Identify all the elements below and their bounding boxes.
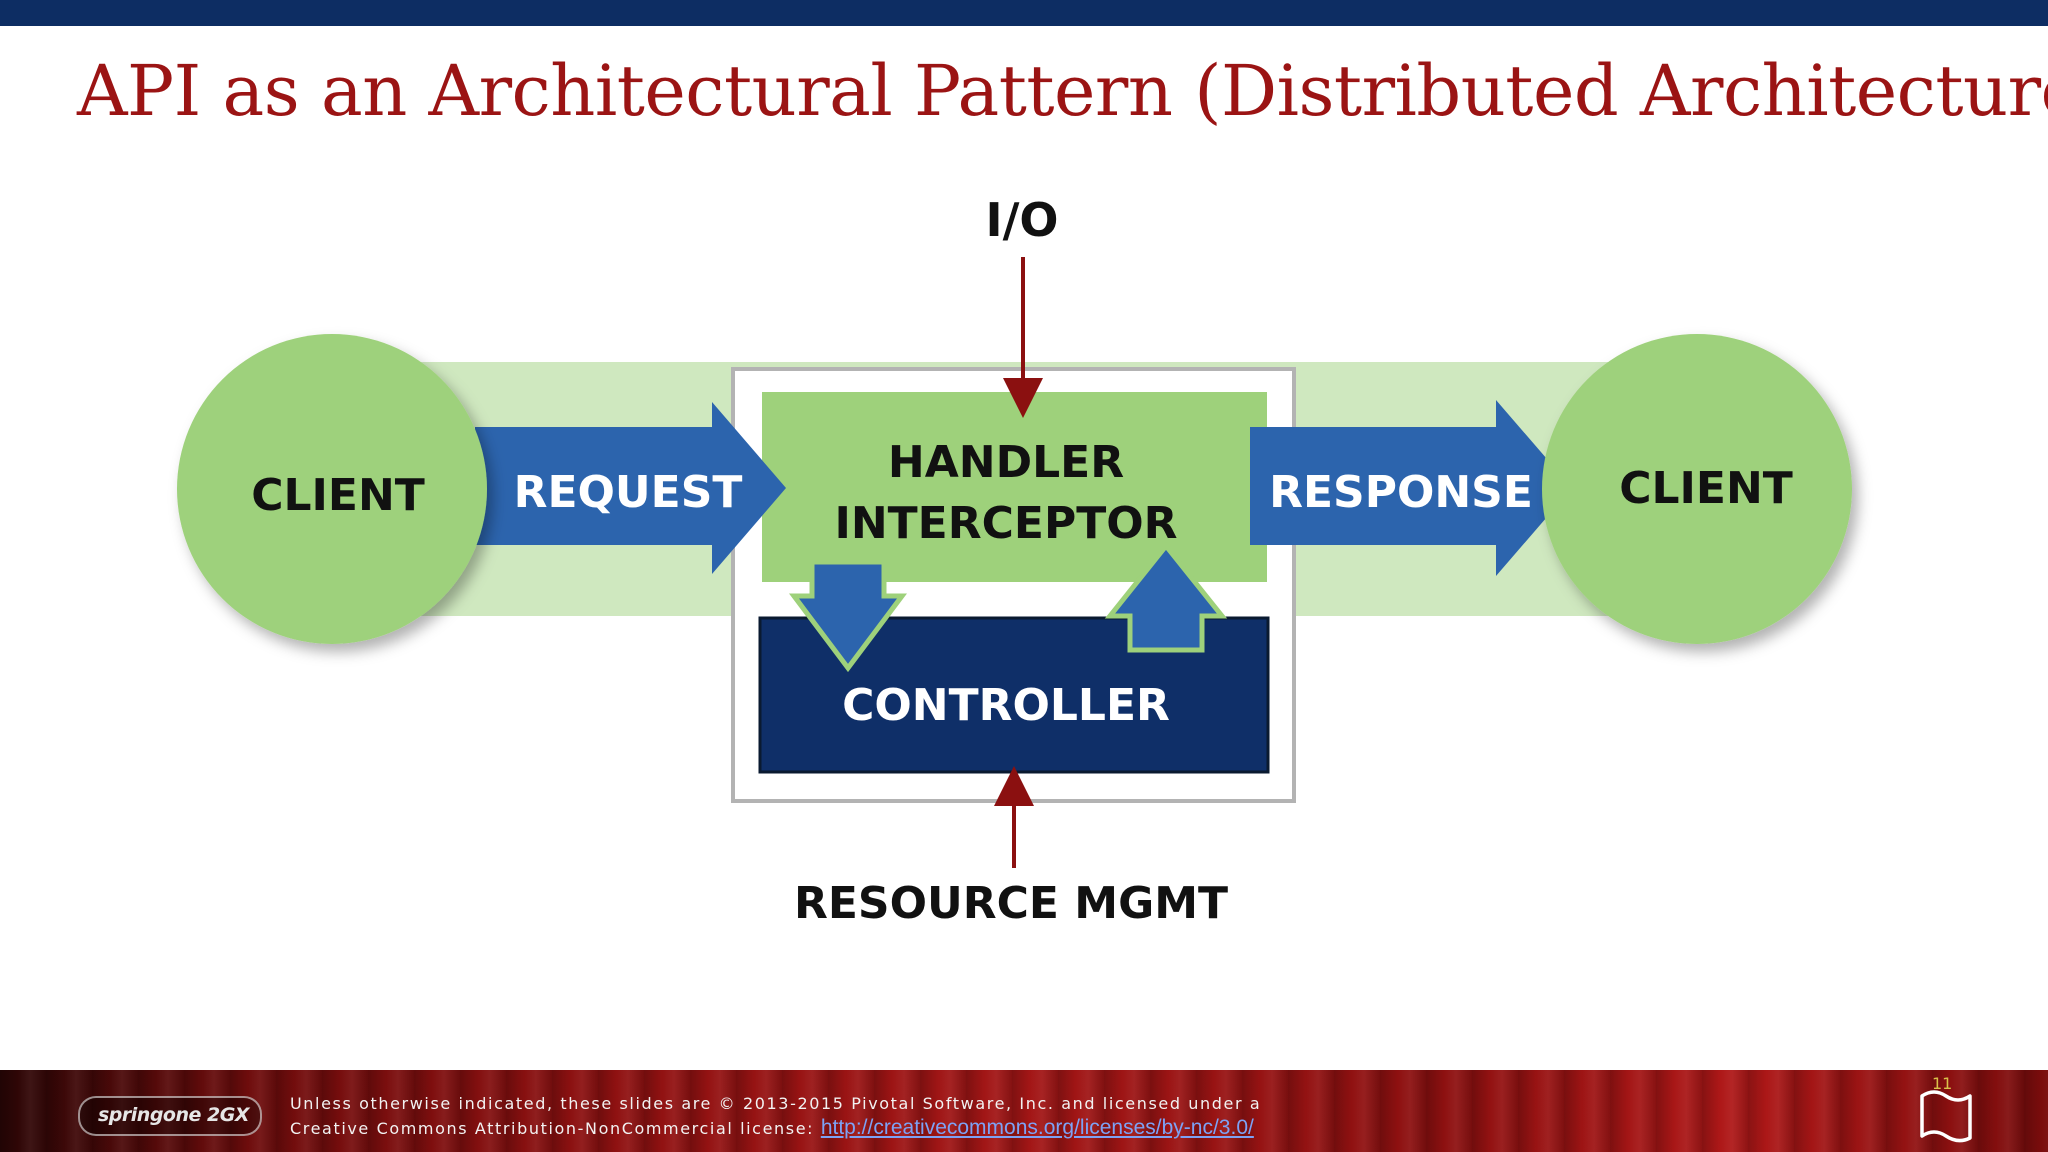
controller-label: CONTROLLER (842, 680, 1170, 731)
handler-label-line1: HANDLER (888, 437, 1124, 488)
io-label: I/O (985, 193, 1058, 247)
request-arrow (475, 402, 786, 574)
logo-text: springone 2GX (98, 1104, 249, 1126)
request-label: REQUEST (514, 467, 743, 518)
springone-logo: springone 2GX (78, 1096, 262, 1136)
top-banner (0, 0, 2048, 26)
license-link[interactable]: http://creativecommons.org/licenses/by-n… (820, 1116, 1254, 1139)
license-text-line1: Unless otherwise indicated, these slides… (290, 1094, 1262, 1113)
footer-bar: springone 2GX Unless otherwise indicated… (0, 1070, 2048, 1152)
flag-icon (1920, 1090, 1972, 1143)
license-text-prefix: Creative Commons Attribution-NonCommerci… (290, 1119, 815, 1138)
handler-label-line2: INTERCEPTOR (834, 498, 1177, 549)
slide-title: API as an Architectural Pattern (Distrib… (77, 50, 2048, 132)
license-text-line2: Creative Commons Attribution-NonCommerci… (290, 1116, 1254, 1140)
client-circle-left (177, 334, 487, 644)
up-arrow (1104, 541, 1228, 653)
handler-interceptor-box (762, 392, 1267, 582)
response-label: RESPONSE (1269, 467, 1533, 518)
down-arrow (789, 559, 907, 673)
client-right-label: CLIENT (1619, 463, 1793, 514)
page-number: 11 (1932, 1074, 1953, 1093)
resource-mgmt-label: RESOURCE MGMT (794, 878, 1228, 929)
client-circle-right (1542, 334, 1852, 644)
response-arrow (1250, 400, 1572, 576)
client-left-label: CLIENT (251, 470, 425, 521)
